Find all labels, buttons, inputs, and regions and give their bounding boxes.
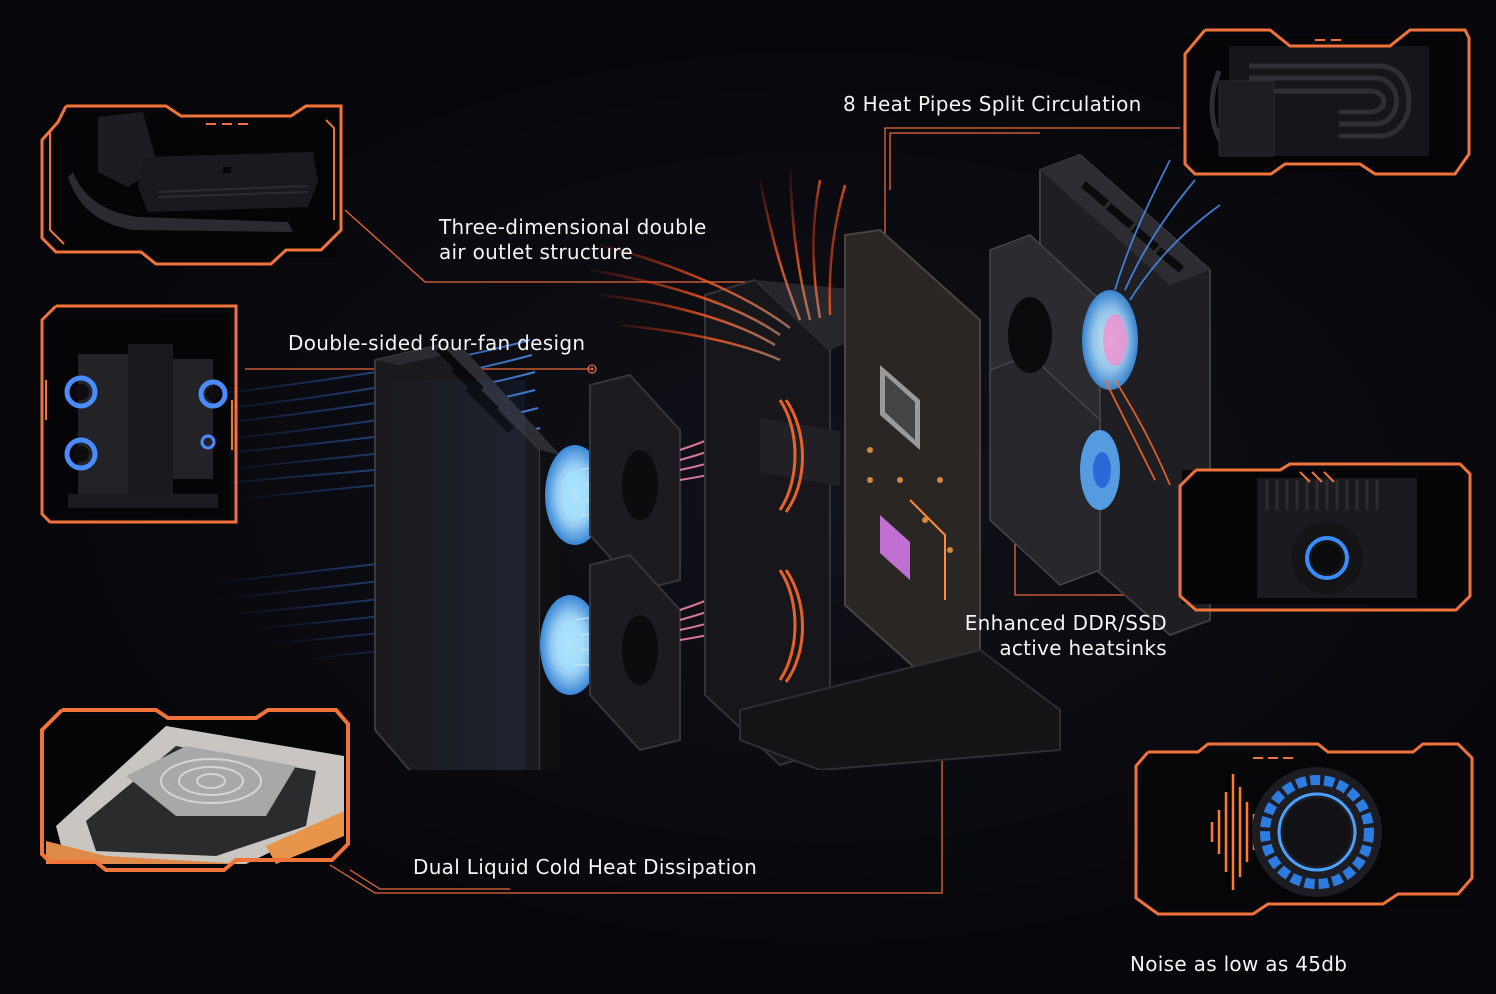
motherboard <box>844 228 981 697</box>
rear-airflow-streaks <box>1104 159 1221 486</box>
heat-pipe-module-image <box>1189 36 1461 172</box>
air-outlet-heatsink-image <box>48 112 336 258</box>
panel-noise <box>1128 738 1478 920</box>
exploded-mini-pc-illustration <box>180 153 1221 770</box>
four-fan-label: Double-sided four-fan design <box>288 331 586 355</box>
ssd-heatsink-fan-image <box>1182 470 1464 604</box>
heat-pipe-glow <box>778 399 804 683</box>
four-fan-assembly-image <box>48 314 230 518</box>
ddr-ssd-label-line2: active heatsinks <box>999 636 1167 660</box>
rear-exhaust-fan-upper <box>1082 290 1138 390</box>
liquid-cold-label: Dual Liquid Cold Heat Dissipation <box>413 855 758 879</box>
panel-heat-pipes <box>1175 24 1475 184</box>
panel-ddr-ssd <box>1170 456 1476 618</box>
front-chassis-panel <box>374 343 560 770</box>
cpu-die-liquid-metal-image <box>46 716 344 864</box>
hot-exhaust-streaks <box>589 169 847 362</box>
base-stand <box>739 648 1061 770</box>
panel-liquid-cold <box>36 704 354 876</box>
panel-four-fan <box>36 300 242 532</box>
heat-pipes-label: 8 Heat Pipes Split Circulation <box>843 92 1142 116</box>
blower-fan-housings <box>589 373 681 752</box>
ddr-ssd-label-line1: Enhanced DDR/SSD <box>964 611 1167 635</box>
panel-air-outlet <box>36 100 348 270</box>
noise-label: Noise as low as 45db <box>1130 952 1348 976</box>
air-outlet-label-line2: air outlet structure <box>439 240 633 264</box>
noise-waveform-fan-image <box>1142 752 1464 906</box>
rear-exhaust-fan-lower <box>1080 430 1120 510</box>
air-outlet-label-line1: Three-dimensional double <box>439 215 707 239</box>
